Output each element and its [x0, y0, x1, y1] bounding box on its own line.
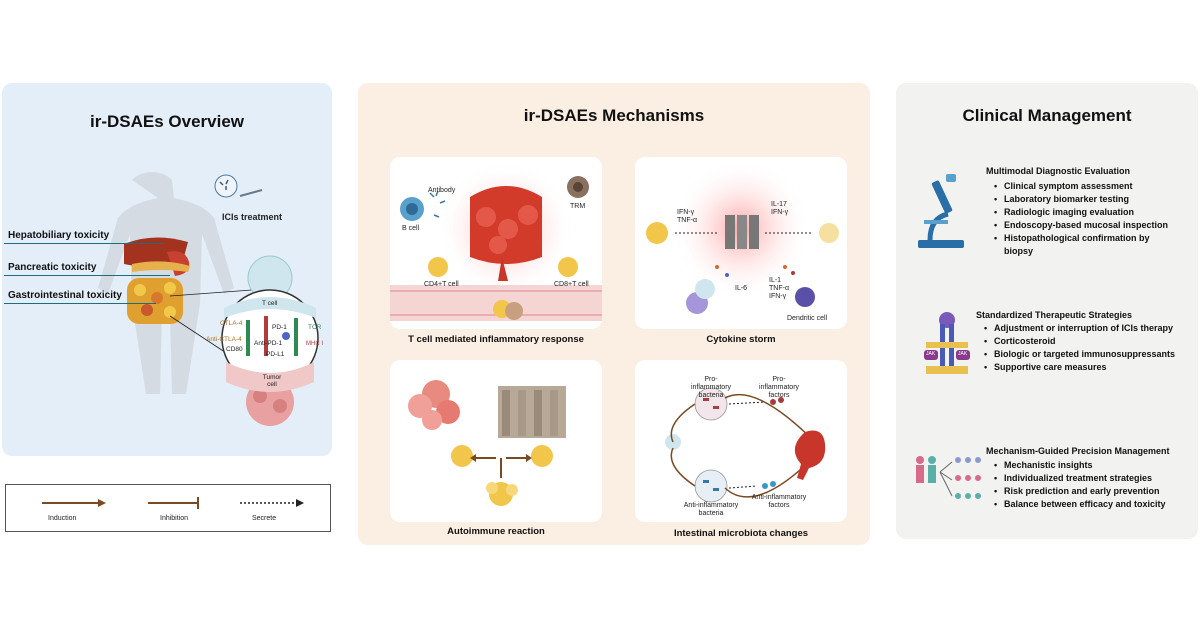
il17-ifn-label: IL-17 IFN-γ [771, 201, 789, 216]
hepatobiliary-line [4, 243, 164, 244]
jak-receptor-icon [924, 312, 970, 374]
trm-label: TRM [570, 203, 586, 210]
microbiota-caption: Intestinal microbiota changes [673, 528, 809, 539]
dendritic-cell-label: Dendritic cell [787, 315, 828, 322]
ctla4-label: CTLA-4 [220, 320, 243, 327]
diagnostic-item: Laboratory biomarker testing [994, 193, 1180, 206]
il1-group-label: IL-1 TNF-α IFN-γ [769, 277, 789, 300]
anti-ctla4-label: Anti-CTLA-4 [206, 336, 242, 343]
precision-item: Risk prediction and early prevention [994, 485, 1166, 498]
cd80-label: CD80 [226, 346, 243, 353]
precision-item: Balance between efficacy and toxicity [994, 498, 1166, 511]
antibody-label: Antibody [428, 187, 456, 194]
diagnostic-list: Clinical symptom assessment Laboratory b… [994, 180, 1180, 258]
mechanisms-title: ir-DSAEs Mechanisms [523, 106, 705, 125]
patient-groups-icon [916, 456, 981, 499]
pro-bacteria-label: Pro-inflammatory bacteria [690, 376, 732, 399]
legend-box: Induction Inhibition Secrete [5, 484, 331, 532]
therapeutic-item: Corticosteroid [984, 335, 1175, 348]
legend-inhibition: Inhibition [160, 515, 189, 522]
therapeutic-item: Adjustment or interruption of ICIs thera… [984, 322, 1175, 335]
diagnostic-heading: Multimodal Diagnostic Evaluation [986, 166, 1131, 176]
t-cell-caption: T cell mediated inflammatory response [408, 334, 584, 345]
mhc-label: MHC I [306, 341, 323, 347]
tumor-cell-label: Tumor cell [262, 374, 282, 388]
diagnostic-item: Clinical symptom assessment [994, 180, 1180, 193]
il6-label: IL-6 [735, 285, 748, 292]
anti-pd1-label: Anti-PD-1 [254, 340, 283, 347]
precision-heading: Mechanism-Guided Precision Management [986, 446, 1170, 456]
legend-induction: Induction [48, 515, 77, 522]
diagnostic-item: Radiologic imaging evaluation [994, 206, 1180, 219]
t-cell-label: T cell [262, 300, 278, 307]
precision-list: Mechanistic insights Individualized trea… [994, 459, 1166, 511]
ifn-tnf-label: IFN-γ TNF-α [677, 209, 697, 224]
therapeutic-item: Supportive care measures [984, 361, 1175, 374]
overview-title: ir-DSAEs Overview [89, 112, 244, 131]
autoimmune-card [390, 360, 602, 522]
gastrointestinal-line [4, 303, 156, 304]
therapeutic-heading: Standardized Therapeutic Strategies [976, 310, 1133, 320]
anti-factors-label: Anti-inflammatory factors [751, 494, 807, 509]
microbiota-card: Pro-inflammatory bacteria Pro-inflammato… [635, 360, 847, 522]
pancreatic-line [4, 275, 170, 276]
precision-item: Individualized treatment strategies [994, 472, 1166, 485]
jak-label-right: JAK [958, 351, 968, 357]
cd4-label: CD4+T cell [424, 281, 459, 288]
ici-treatment-label: ICIs treatment [222, 212, 283, 222]
anti-bacteria-label: Anti-inflammatory bacteria [683, 502, 739, 517]
jak-label-left: JAK [926, 351, 936, 357]
pdl1-label: PD-L1 [266, 351, 285, 358]
diagnostic-item: Endoscopy-based mucosal inspection [994, 219, 1180, 232]
pd1-label: PD-1 [272, 324, 287, 331]
tcr-label: TCR [308, 324, 322, 331]
legend-secrete: Secrete [252, 515, 277, 522]
hepatobiliary-label: Hepatobiliary toxicity [8, 230, 110, 241]
pro-factors-label: Pro-inflammatory factors [758, 376, 800, 399]
cd8-label: CD8+T cell [554, 281, 589, 288]
precision-item: Mechanistic insights [994, 459, 1166, 472]
cytokine-caption: Cytokine storm [706, 334, 776, 345]
body-illustration [98, 172, 319, 426]
cytokine-card: IFN-γ TNF-α IL-17 IFN-γ IL-6 IL-1 TNF-α … [635, 157, 847, 329]
therapeutic-item: Biologic or targeted immunosuppressants [984, 348, 1175, 361]
management-title: Clinical Management [962, 106, 1132, 125]
t-cell-card: Antibody B cell TRM CD4+T cell CD8+T cel… [390, 157, 602, 329]
diagnostic-item: Histopathological confirmation by biopsy [994, 232, 1180, 258]
pancreatic-label: Pancreatic toxicity [8, 262, 97, 273]
b-cell-label: B cell [402, 225, 420, 232]
microscope-icon [918, 174, 964, 248]
gastrointestinal-label: Gastrointestinal toxicity [8, 290, 122, 301]
therapeutic-list: Adjustment or interruption of ICIs thera… [984, 322, 1175, 374]
autoimmune-caption: Autoimmune reaction [447, 526, 545, 537]
